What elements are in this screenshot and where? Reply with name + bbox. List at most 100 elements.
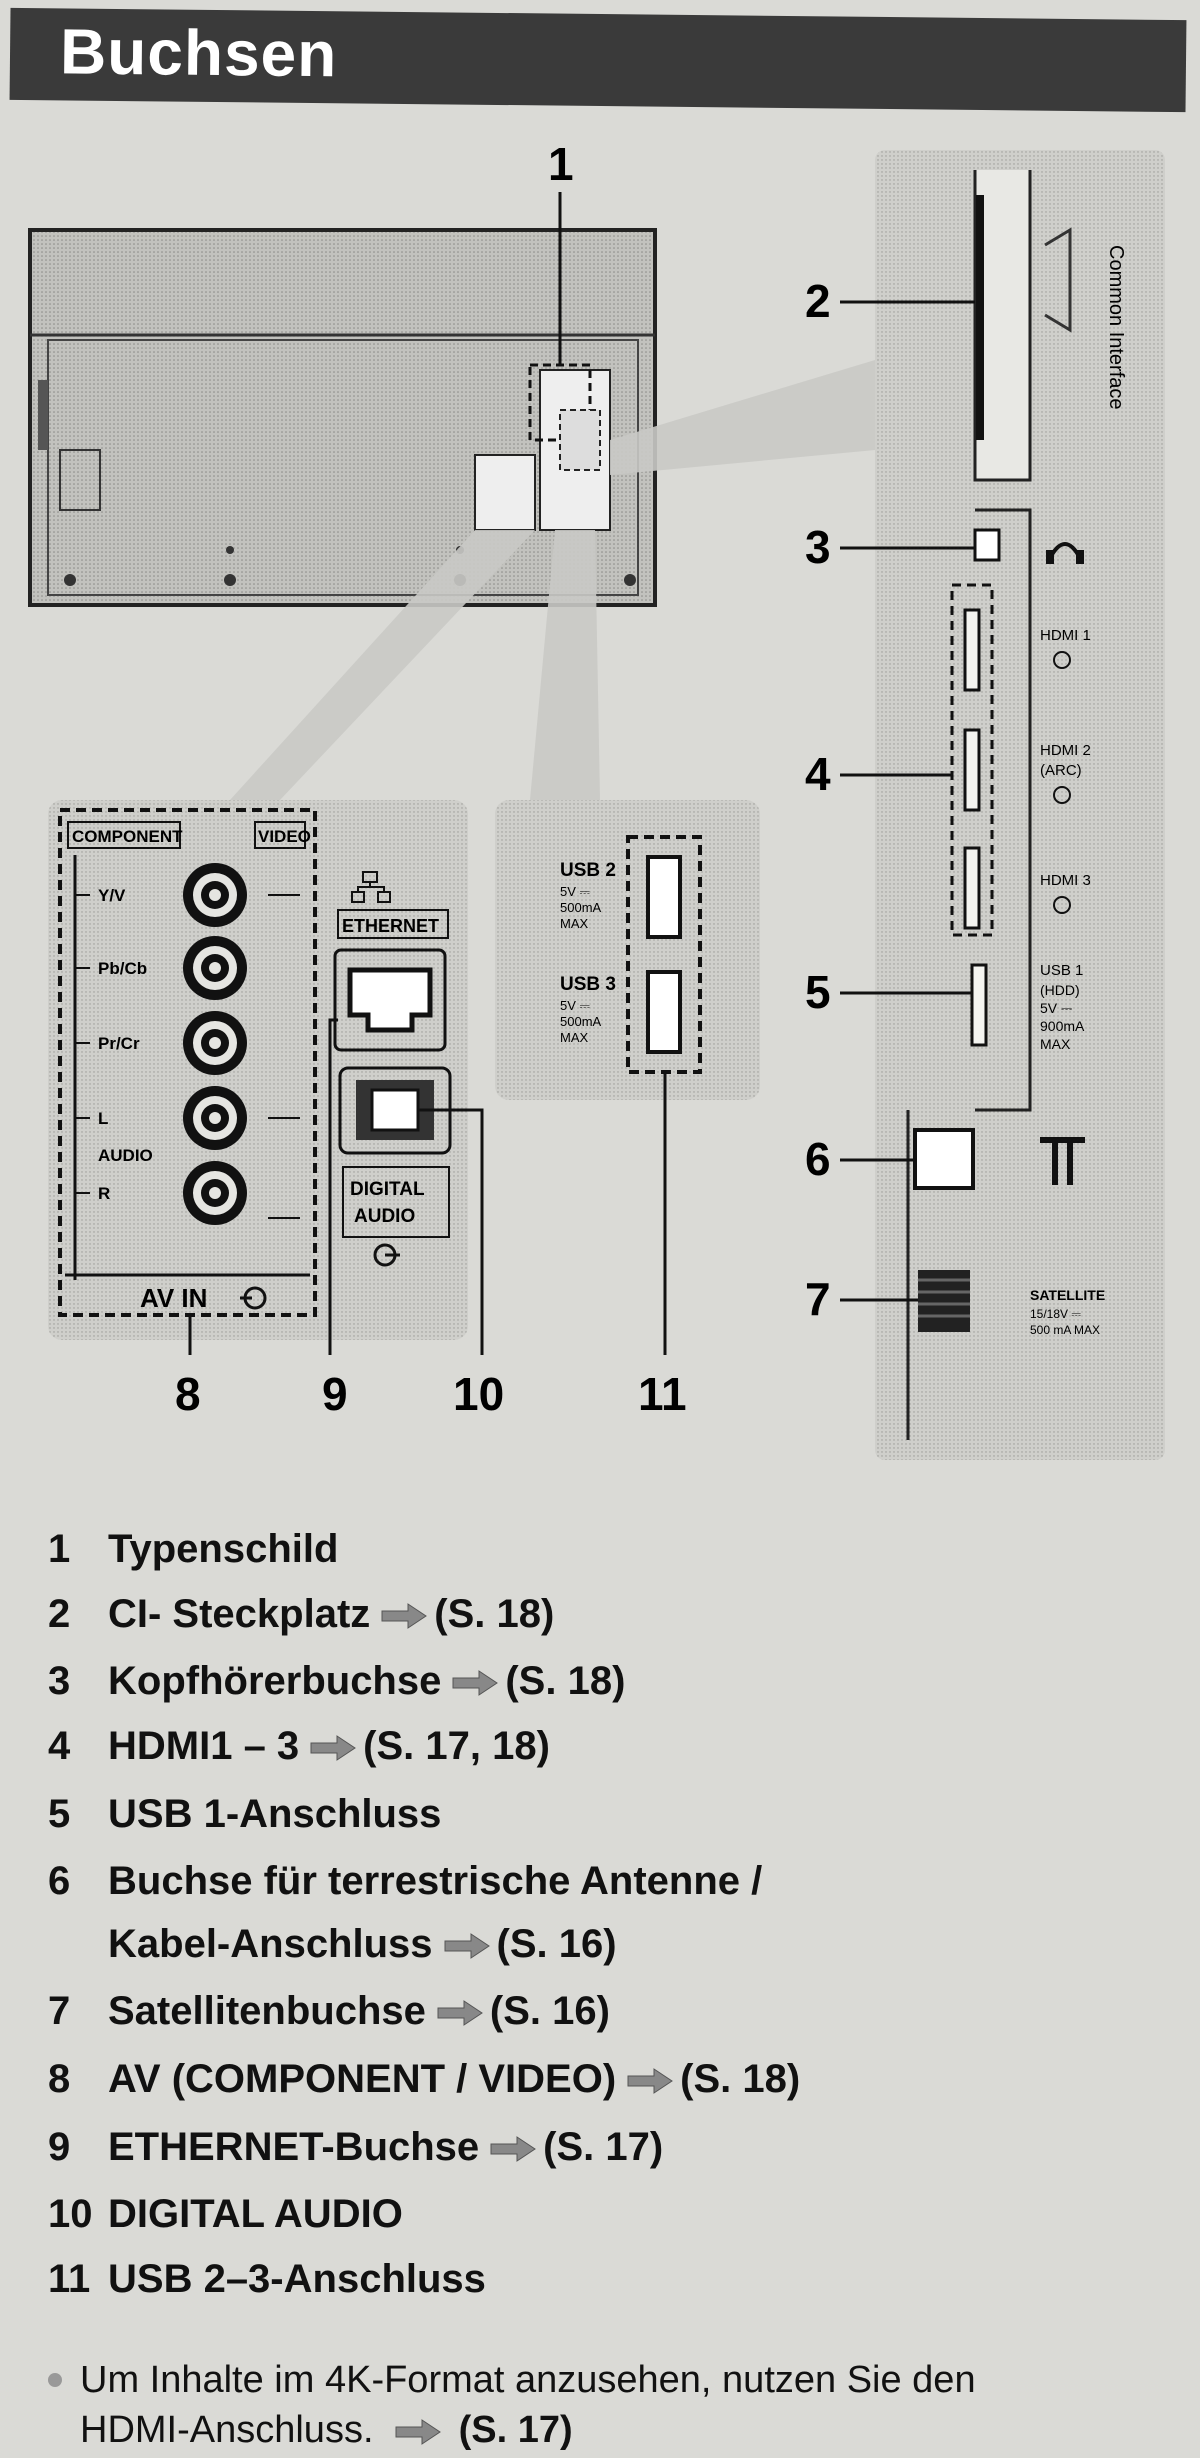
note-bullet-icon [48, 2373, 62, 2387]
legend-page-ref: (S. 18) [434, 1592, 555, 1636]
legend-number: 2 [48, 1592, 71, 1636]
legend-page-ref: (S. 18) [505, 1659, 626, 1703]
legend-number: 7 [48, 1989, 71, 2033]
legend-page-ref: (S. 17, 18) [363, 1724, 550, 1768]
legend-text: Typenschild [108, 1527, 339, 1571]
legend-item: 3 Kopfhörerbuchse (S. 18) [48, 1657, 625, 1705]
callout-9: 9 [322, 1368, 348, 1420]
callout-4: 4 [805, 748, 831, 800]
page-ref-arrow-icon [444, 1933, 490, 1960]
note: Um Inhalte im 4K-Format anzusehen, nutze… [48, 2355, 1170, 2455]
page-ref-arrow-icon [627, 2068, 674, 2095]
prcr-label: Pr/Cr [98, 1034, 140, 1053]
hdmi2-sub-label: (ARC) [1040, 762, 1082, 779]
legend-number: 1 [48, 1527, 71, 1571]
digital-audio-label: AUDIO [354, 1206, 415, 1227]
legend-text: HDMI1 – 3 [108, 1724, 300, 1768]
satellite-current-label: 500 mA MAX [1030, 1323, 1100, 1337]
page-ref-arrow-icon [310, 1735, 357, 1762]
legend-page-ref: (S. 16) [496, 1922, 617, 1966]
audio-label: AUDIO [98, 1146, 153, 1165]
rca-jack-r [183, 1161, 247, 1225]
pbcb-label: Pb/Cb [98, 959, 147, 978]
usb1-max-label: MAX [1040, 1036, 1071, 1052]
legend-text: CI- Steckplatz [108, 1592, 371, 1636]
note-ref: (S. 17) [458, 2409, 573, 2451]
page-ref-arrow-icon [381, 1603, 428, 1630]
page-ref-arrow-icon [395, 2419, 441, 2445]
hdmi3-label: HDMI 3 [1040, 872, 1091, 889]
common-interface-label: Common Interface [1105, 245, 1127, 410]
legend-text: DIGITAL AUDIO [108, 2192, 403, 2236]
legend-page-ref: (S. 18) [680, 2057, 801, 2101]
satellite-power-label: 15/18V ⎓ [1030, 1307, 1081, 1321]
legend-number: 6 [48, 1859, 71, 1903]
legend-page-ref: (S. 17) [543, 2125, 664, 2169]
legend-item: 8 AV (COMPONENT / VIDEO) (S. 18) [48, 2055, 800, 2103]
callout-8: 8 [175, 1368, 201, 1420]
r-label: R [98, 1184, 110, 1203]
legend-text: ETHERNET-Buchse [108, 2125, 480, 2169]
legend-item: 11 USB 2–3-Anschluss [48, 2255, 486, 2303]
legend-item: 7 Satellitenbuchse (S. 16) [48, 1987, 610, 2035]
av-in-label: AV IN [140, 1283, 207, 1313]
legend-number: 11 [48, 2257, 91, 2301]
usb3-max-label: MAX [560, 1030, 589, 1045]
legend-text: USB 1-Anschluss [108, 1792, 442, 1836]
usb3-label: USB 3 [560, 974, 616, 995]
rca-jack-prcr [183, 1011, 247, 1075]
callout-6: 6 [805, 1133, 831, 1185]
legend-number: 8 [48, 2057, 71, 2101]
tv-back-illustration [28, 228, 657, 607]
legend-item: 2 CI- Steckplatz (S. 18) [48, 1590, 554, 1638]
callout-5: 5 [805, 966, 831, 1018]
callout-7: 7 [805, 1273, 831, 1325]
legend-text: Kopfhörerbuchse [108, 1659, 442, 1703]
usb3-current-label: 500mA [560, 1014, 602, 1029]
callout-11: 11 [638, 1368, 687, 1420]
legend-text: AV (COMPONENT / VIDEO) [108, 2057, 617, 2101]
legend-number: 5 [48, 1792, 71, 1836]
usb2-current-label: 500mA [560, 900, 602, 915]
note-line-2: HDMI-Anschluss. [80, 2409, 374, 2451]
legend-text: Satellitenbuchse [108, 1989, 426, 2033]
l-label: L [98, 1109, 108, 1128]
legend-text: Kabel-Anschluss [108, 1922, 433, 1966]
av-ethernet-panel: COMPONENT VIDEO Y/V Pb/Cb Pr/Cr L AUDIO … [48, 800, 468, 1340]
usb2-power-label: 5V ⎓ [560, 884, 590, 899]
callout-3: 3 [805, 521, 831, 573]
yv-label: Y/V [98, 886, 126, 905]
legend-page-ref: (S. 16) [489, 1989, 610, 2033]
digital-label: DIGITAL [350, 1179, 425, 1200]
usb3-power-label: 5V ⎓ [560, 998, 590, 1013]
section-header: Buchsen [9, 7, 1187, 113]
legend-text: USB 2–3-Anschluss [108, 2257, 486, 2301]
legend-item: 5 USB 1-Anschluss [48, 1790, 441, 1838]
legend-item: 1 Typenschild [48, 1525, 338, 1573]
rca-jack-pbcb [183, 936, 247, 1000]
usb1-current-label: 900mA [1040, 1018, 1085, 1034]
callout-2: 2 [805, 275, 831, 327]
usb1-power-label: 5V ⎓ [1040, 1000, 1072, 1016]
note-line-1: Um Inhalte im 4K-Format anzusehen, nutze… [80, 2359, 976, 2401]
callout-10: 10 [453, 1368, 504, 1420]
usb2-label: USB 2 [560, 860, 616, 881]
page-ref-arrow-icon [490, 2136, 537, 2163]
component-label: COMPONENT [72, 827, 183, 846]
ethernet-label: ETHERNET [342, 916, 439, 936]
legend-number: 3 [48, 1659, 71, 1703]
hdmi1-label: HDMI 1 [1040, 627, 1091, 644]
callout-1: 1 [548, 138, 574, 190]
lan-icon [351, 871, 391, 903]
rca-jack-l [183, 1086, 247, 1150]
rca-jack-yv [183, 863, 247, 927]
legend-item: Kabel-Anschluss (S. 16) [48, 1920, 617, 1968]
side-connector-panel: Common Interface HDMI 1 HDMI 2 (ARC) HDM… [875, 150, 1165, 1460]
usb1-label: USB 1 [1040, 962, 1083, 979]
video-label: VIDEO [258, 827, 311, 846]
page-ref-arrow-icon [437, 2000, 483, 2027]
section-title: Buchsen [59, 15, 338, 91]
